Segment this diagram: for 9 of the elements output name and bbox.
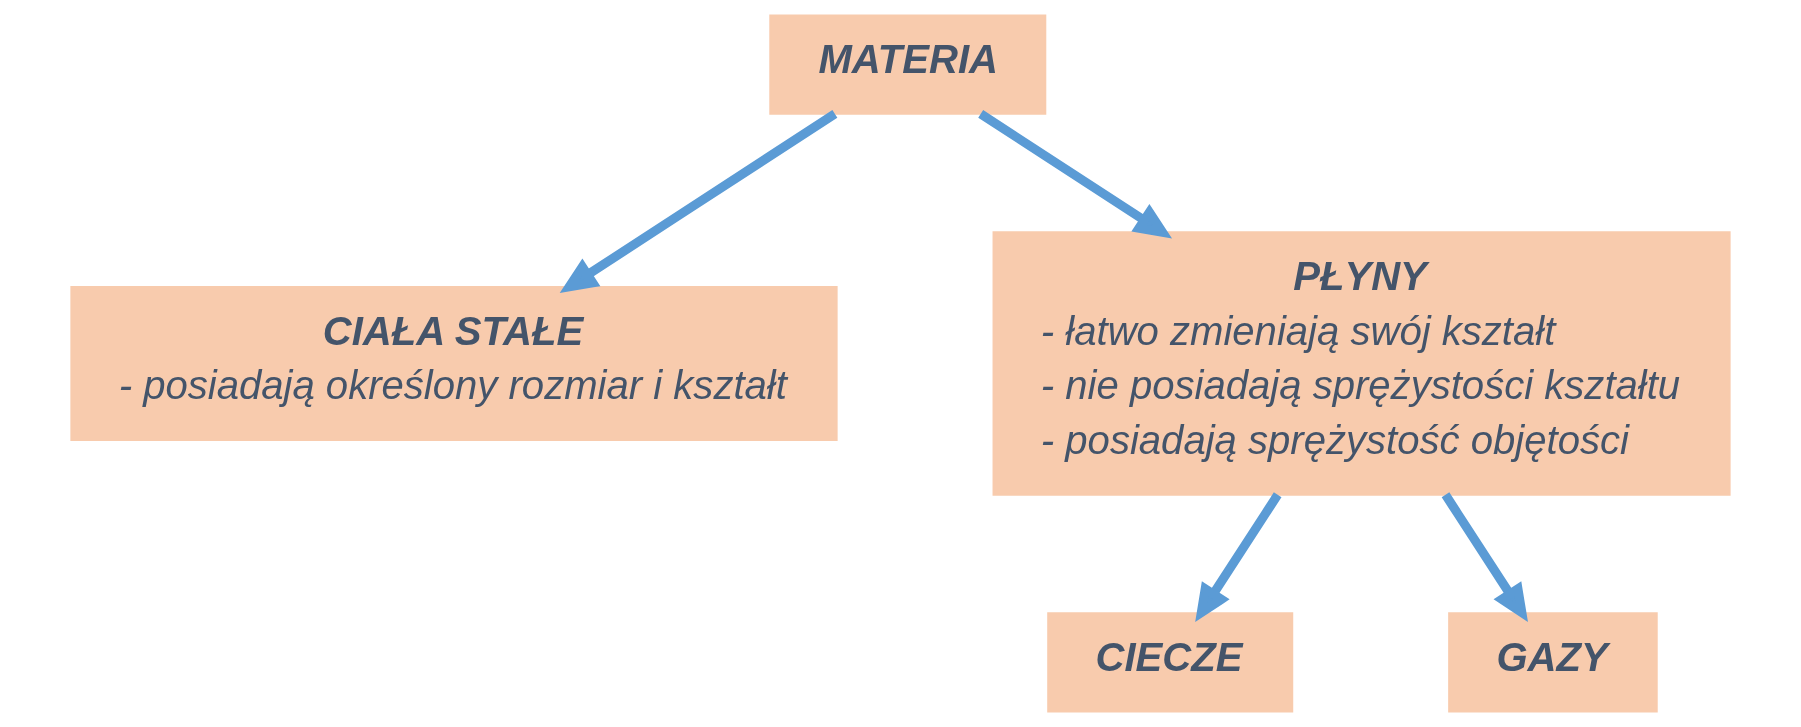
arrow: [1441, 492, 1528, 623]
node-box: CIAŁA STAŁE - posiadają określony rozmiar i kształt: [70, 286, 838, 441]
arrow: [559, 110, 838, 293]
arrow: [1195, 492, 1282, 623]
node-box: MATERIA: [769, 14, 1047, 115]
node-box: GAZY: [1448, 612, 1658, 713]
arrow: [978, 110, 1173, 239]
node-box: PŁYNY - łatwo zmieniają swój kształt - nie posiadają sprężystości kształtu - posiadają sprężystość objętości: [992, 231, 1731, 496]
node-box: CIECZE: [1047, 612, 1294, 713]
